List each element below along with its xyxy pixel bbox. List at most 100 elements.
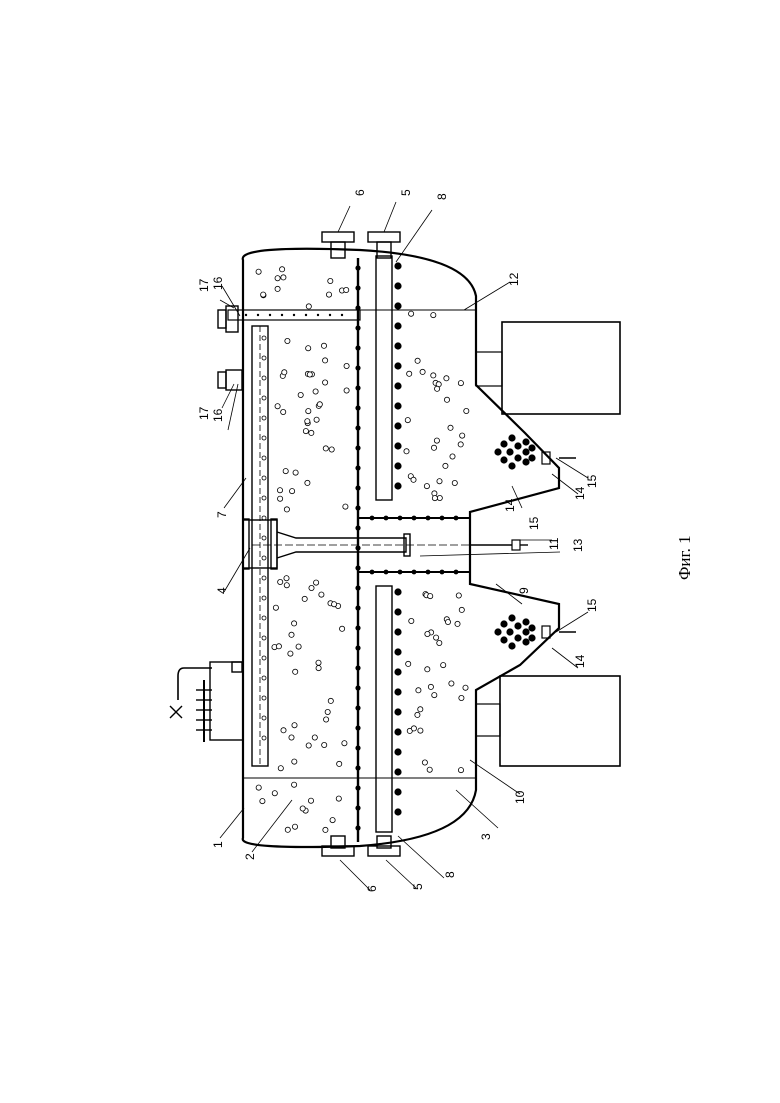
bubble — [415, 712, 420, 717]
tube-hole — [262, 536, 266, 540]
label-14-bottom: 14 — [573, 654, 587, 668]
tube-hole — [262, 436, 266, 440]
bubble — [260, 799, 265, 804]
probe-mark — [317, 314, 319, 316]
tube-hole — [262, 676, 266, 680]
sumps — [494, 434, 576, 649]
bubble — [284, 576, 289, 581]
bubble — [278, 496, 283, 501]
bubble — [321, 343, 326, 348]
bubble — [445, 619, 450, 624]
label-8-bottom: 8 — [443, 871, 457, 878]
tube-hole — [262, 596, 266, 600]
collector-nozzle — [394, 768, 401, 775]
stirrer-assembly — [170, 662, 243, 742]
bubble — [316, 660, 321, 665]
partition-dot — [355, 645, 360, 650]
partition-dot — [355, 285, 360, 290]
bubble — [306, 346, 311, 351]
bubble — [317, 402, 322, 407]
partition-dot — [398, 570, 403, 575]
collector-nozzle — [394, 608, 401, 615]
bubble — [275, 286, 280, 291]
tube-hole — [262, 576, 266, 580]
partition-dot — [355, 825, 360, 830]
sediment-ball — [500, 440, 507, 447]
collector-nozzle — [394, 362, 401, 369]
collector-nozzle — [394, 648, 401, 655]
bubble — [459, 607, 464, 612]
bubble — [437, 495, 442, 500]
bubble — [416, 688, 421, 693]
collector-nozzle — [394, 728, 401, 735]
partition-dot — [355, 545, 360, 550]
partition-dot — [355, 425, 360, 430]
bubble — [425, 631, 430, 636]
bubble — [427, 767, 432, 772]
bubble — [330, 818, 335, 823]
partition-dot — [355, 665, 360, 670]
bubble — [323, 358, 328, 363]
bubble — [444, 376, 449, 381]
label-10: 10 — [513, 790, 527, 804]
bubble — [431, 373, 436, 378]
partition-dot — [426, 570, 431, 575]
partition-dot — [440, 516, 445, 521]
probe-mark — [245, 314, 247, 316]
temperature-probe — [228, 310, 360, 320]
bubble — [314, 580, 319, 585]
bubble — [344, 363, 349, 368]
bubble — [276, 644, 281, 649]
bubble — [443, 463, 448, 468]
bubble — [292, 621, 297, 626]
sediment-ball — [500, 620, 507, 627]
bubble — [415, 358, 420, 363]
tube-hole — [262, 556, 266, 560]
bubble — [298, 392, 303, 397]
collector-nozzle — [394, 482, 401, 489]
bubble — [450, 454, 455, 459]
sediment-ball — [522, 628, 529, 635]
partition-dot — [355, 525, 360, 530]
bubble — [277, 488, 282, 493]
bubble — [459, 695, 464, 700]
bubble — [285, 827, 290, 832]
bubble — [407, 371, 412, 376]
bubble — [409, 618, 414, 623]
sediment-ball — [514, 634, 521, 641]
tube-hole — [262, 496, 266, 500]
bubble — [296, 644, 301, 649]
collector-nozzle — [394, 688, 401, 695]
sediment-ball — [494, 448, 501, 455]
sediment-ball — [528, 454, 535, 461]
bubble — [303, 429, 308, 434]
bubble — [306, 409, 311, 414]
bubble — [256, 269, 261, 274]
bubble — [284, 507, 289, 512]
bubble — [342, 741, 347, 746]
partition-dot — [426, 516, 431, 521]
label-5-top: 5 — [399, 189, 413, 196]
bubble — [340, 626, 345, 631]
upper-perforated-tube — [252, 326, 268, 766]
tube-hole — [262, 416, 266, 420]
collector-nozzle — [394, 668, 401, 675]
bubble — [463, 685, 468, 690]
sediment-ball — [528, 444, 535, 451]
bubble — [292, 824, 297, 829]
label-7: 7 — [215, 511, 229, 518]
bubble — [428, 684, 433, 689]
partition-dot — [398, 516, 403, 521]
sediment-ball — [514, 442, 521, 449]
probe-mark — [305, 314, 307, 316]
label-16-mid: 16 — [211, 408, 225, 422]
partition-dot — [355, 385, 360, 390]
label-12: 12 — [507, 272, 521, 286]
label-17-top: 17 — [197, 278, 211, 292]
bubble — [281, 409, 286, 414]
bubble — [314, 417, 319, 422]
bubble — [337, 761, 342, 766]
label-2: 2 — [243, 853, 257, 860]
partition-dot — [355, 365, 360, 370]
bubble — [306, 304, 311, 309]
